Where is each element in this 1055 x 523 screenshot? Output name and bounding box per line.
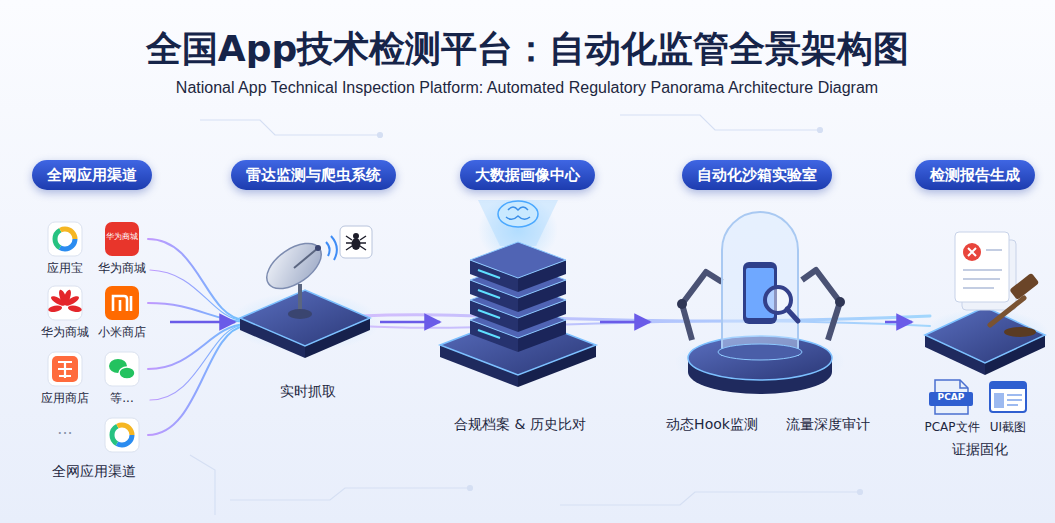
platform-caption: 动态Hook监测	[666, 416, 758, 434]
diagram-title: 全国App技术检测平台：自动化监管全景架构图	[0, 26, 1055, 71]
icon-label: 应用宝	[47, 261, 83, 276]
stage-header-text: 全网应用渠道	[32, 160, 152, 190]
platform-caption: 证据固化	[952, 441, 1008, 459]
flow-arrow	[170, 321, 235, 324]
icon-label: 应用商店	[41, 391, 89, 406]
icon-label: 小米商店	[98, 325, 146, 340]
stage-platform: 动态Hook监测 流量深度审计	[650, 200, 885, 440]
stage-platform: 全网应用渠道	[18, 205, 170, 488]
icon-label: PCAP文件	[924, 420, 979, 435]
stage-header-pill: 检测报告生成	[915, 160, 1035, 190]
icon-label: 等...	[110, 391, 133, 406]
icon-label: ···	[57, 424, 72, 444]
stage-header-pill: 自动化沙箱实验室	[682, 160, 832, 190]
platform-caption: 合规档案 & 历史比对	[454, 416, 586, 434]
platform-caption: 实时抓取	[280, 383, 336, 401]
stage-platform: 合规档案 & 历史比对	[440, 200, 600, 440]
icon-label: 华为商城	[98, 261, 146, 276]
stage-header-text: 雷达监测与爬虫系统	[231, 160, 396, 190]
stage-header-pill: 雷达监测与爬虫系统	[231, 160, 396, 190]
platform-caption: 全网应用渠道	[52, 463, 136, 481]
icon-label: 华为商城	[106, 233, 138, 242]
icon-label: UI截图	[990, 420, 1026, 435]
stage-header-text: 自动化沙箱实验室	[682, 160, 832, 190]
stage-header-text: 大数据画像中心	[460, 160, 595, 190]
flow-arrow	[600, 321, 650, 324]
icon-label: 华为商城	[41, 325, 89, 340]
stage-platform: 实时抓取	[235, 215, 380, 405]
stage-header-pill: 全网应用渠道	[32, 160, 152, 190]
flow-arrow	[380, 321, 440, 324]
stage-header-pill: 大数据画像中心	[460, 160, 595, 190]
subtitle: National App Technical Inspection Platfo…	[176, 78, 878, 98]
stage-header-text: 检测报告生成	[915, 160, 1035, 190]
platform-caption: 流量深度审计	[786, 416, 870, 434]
icon-label: PCAP	[938, 393, 965, 403]
flow-arrow	[885, 321, 912, 324]
